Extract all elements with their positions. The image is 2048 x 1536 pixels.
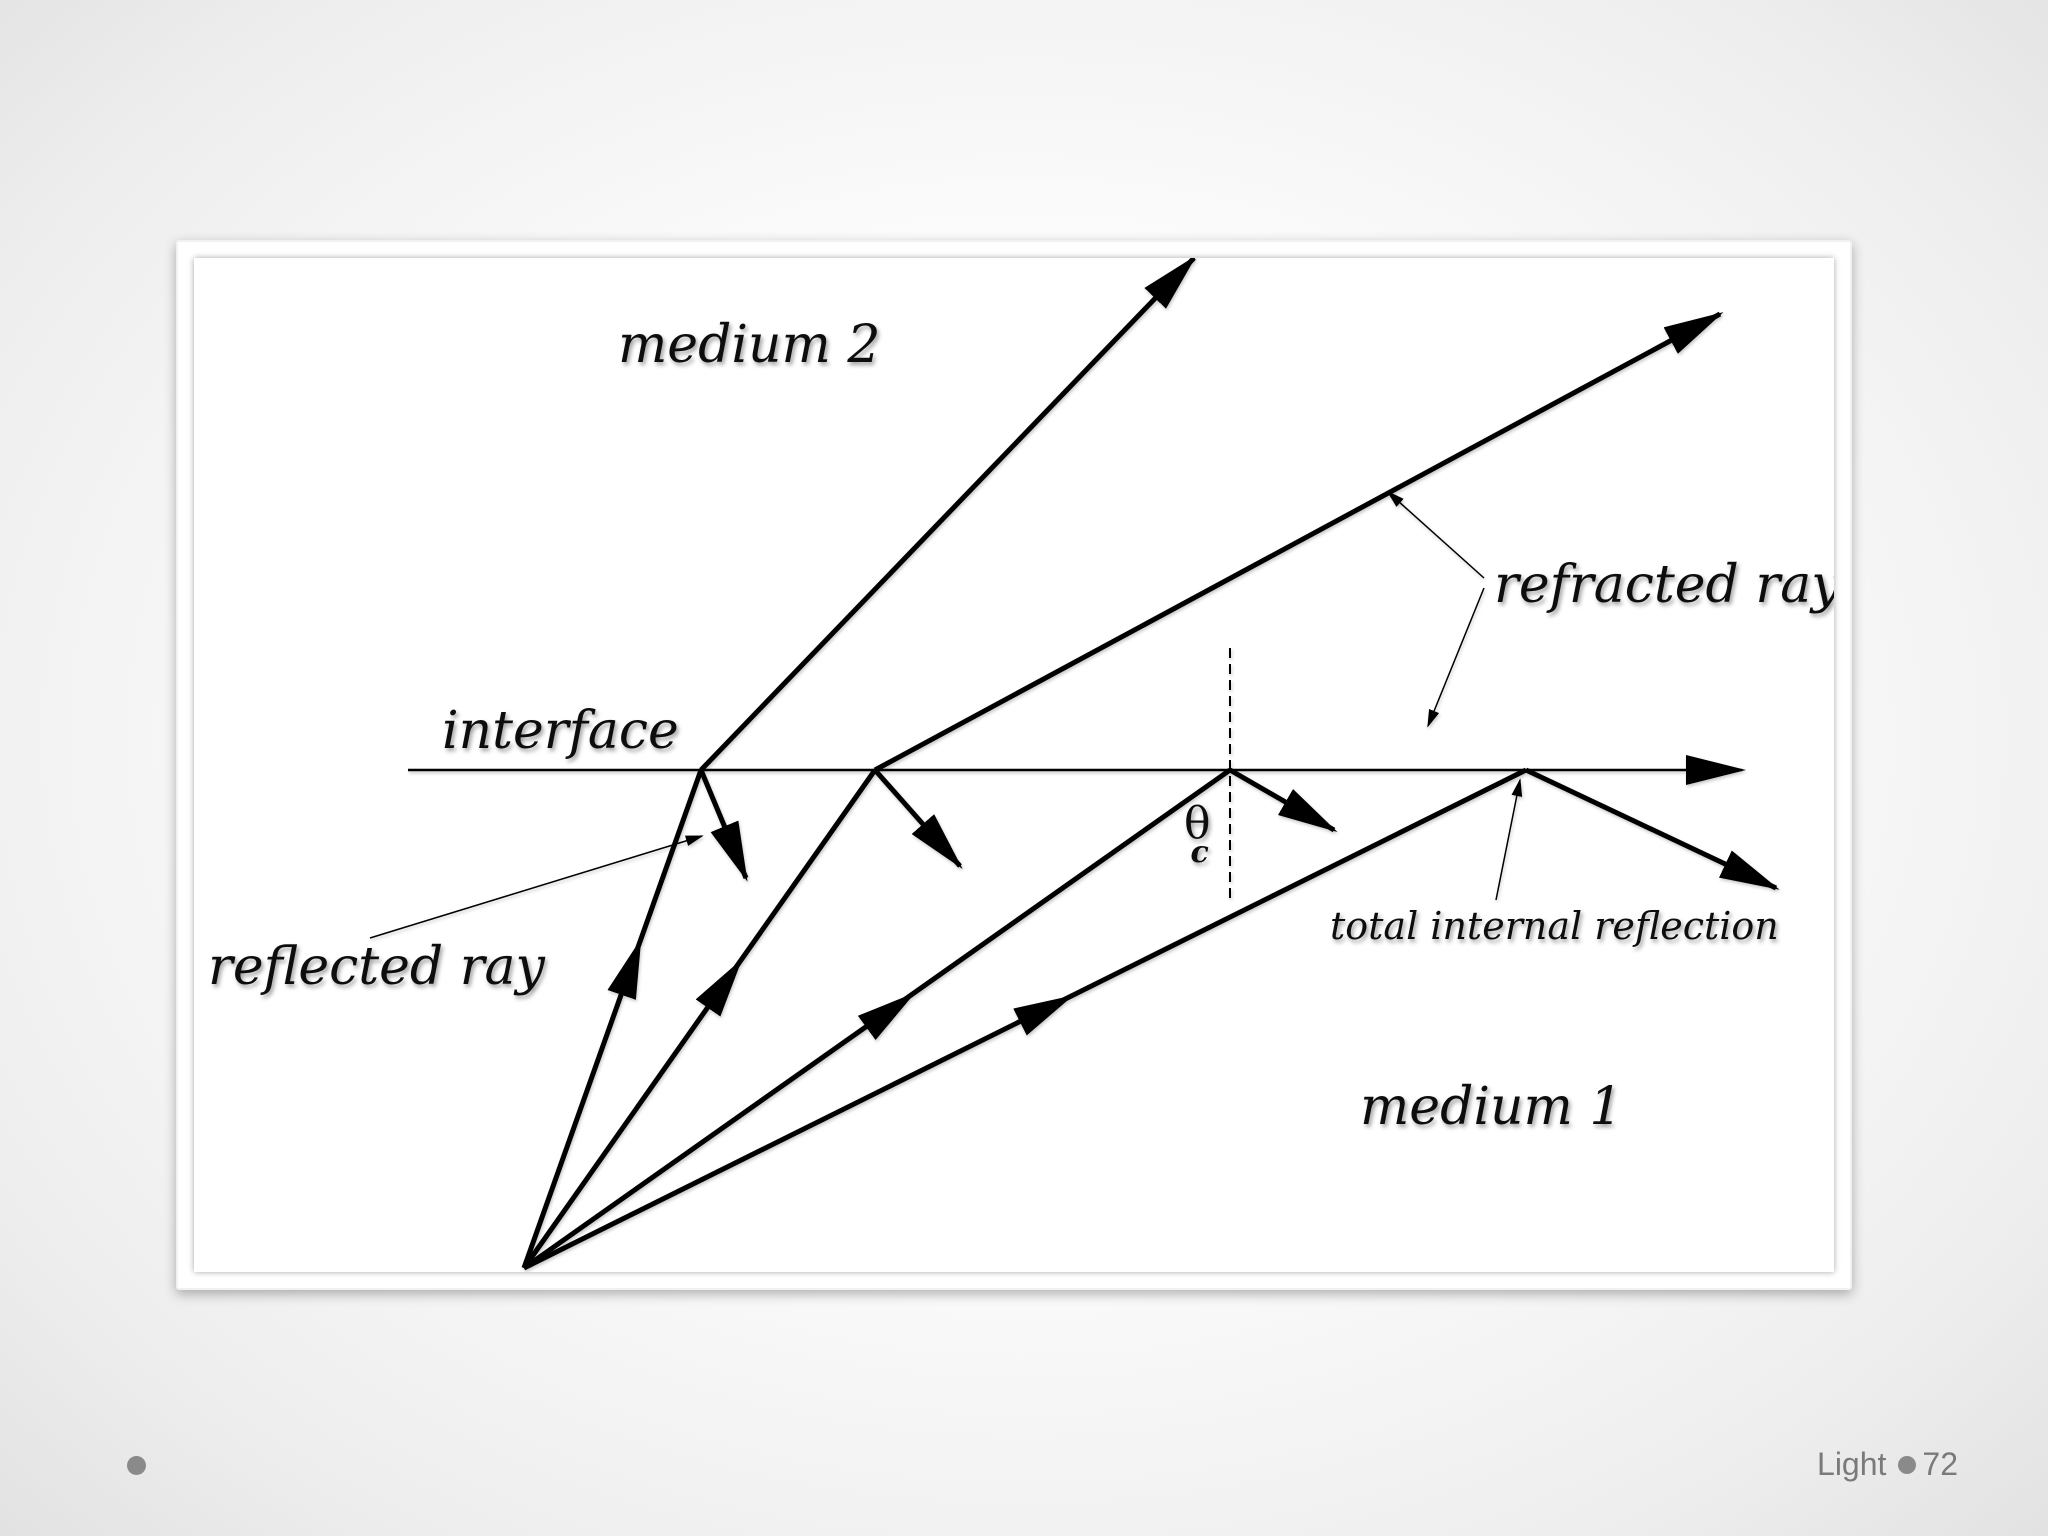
footer-title: Light: [1817, 1446, 1887, 1482]
interface-label: interface: [442, 701, 679, 761]
footer-left-dot: [127, 1456, 146, 1475]
reflected-ray-3: [1228, 767, 1338, 833]
theta-subscript: c: [1191, 835, 1209, 870]
total-reflection-ray: [1524, 767, 1780, 891]
incident-arrow-4: [1013, 995, 1074, 1036]
refracted-ray-leader-top: [1386, 490, 1485, 579]
reflected-ray-label: reflected ray: [208, 937, 546, 997]
incident-arrow-2: [695, 958, 743, 1017]
refraction-diagram-panel: medium 2 interface refracted ray reflect…: [194, 258, 1834, 1272]
incident-ray-2: [521, 768, 878, 1270]
medium-2-label: medium 2: [618, 315, 880, 375]
refraction-diagram: medium 2 interface refracted ray reflect…: [208, 258, 1834, 1271]
medium-1-label: medium 1: [1360, 1077, 1622, 1137]
footer-separator-dot: [1898, 1455, 1917, 1474]
tir-leader: [1495, 778, 1523, 901]
total-internal-reflection-label: total internal reflection: [1330, 904, 1779, 948]
refracted-ray-label: refracted ray: [1494, 555, 1834, 615]
reflected-ray-leader: [369, 835, 704, 939]
theta-symbol: θ: [1184, 798, 1211, 849]
refracted-ray-1: [699, 258, 1197, 772]
figure-frame: medium 2 interface refracted ray reflect…: [176, 240, 1852, 1290]
refracted-ray-2: [873, 311, 1724, 773]
incident-arrow-3: [857, 992, 916, 1041]
incident-ray-1: [521, 769, 704, 1269]
reflected-ray-2: [873, 768, 963, 869]
incident-arrow-1: [607, 938, 642, 1000]
reflected-ray-1: [698, 769, 749, 882]
slide-footer: Light 72: [1817, 1446, 1958, 1483]
incident-ray-3: [522, 767, 1232, 1271]
refracted-ray-leader-bottom: [1427, 587, 1485, 728]
page-number: 72: [1922, 1446, 1958, 1482]
